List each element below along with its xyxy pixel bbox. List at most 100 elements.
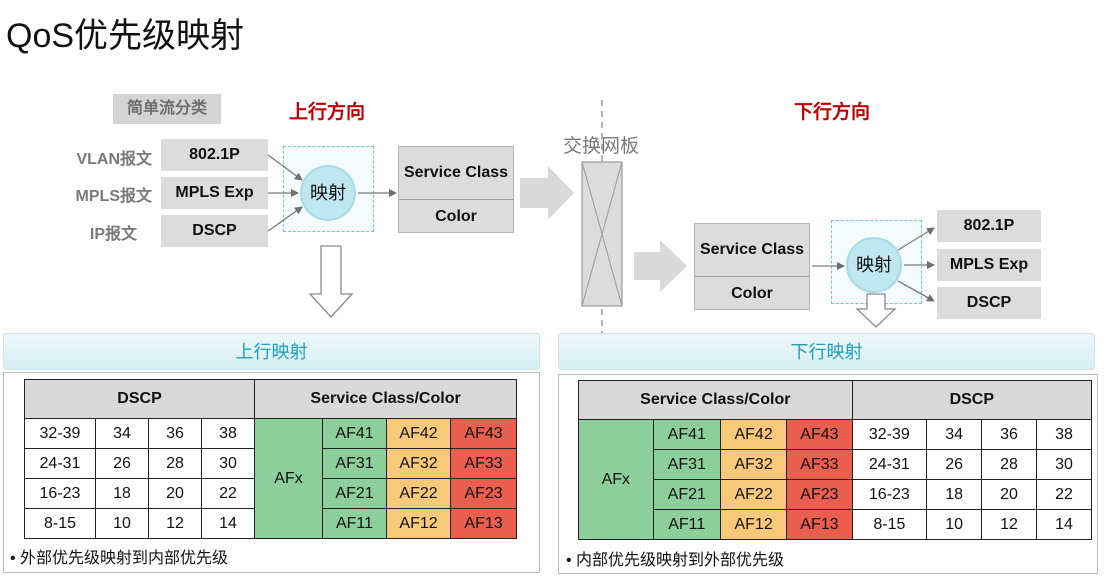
downlink-mapping-banner: 下行映射 — [558, 333, 1095, 370]
downlink-down-arrow — [855, 293, 897, 328]
uplink-service-class-label: Service Class — [399, 147, 513, 200]
af-yellow-cell: AF42 — [386, 418, 452, 449]
af-red-cell: AF23 — [450, 478, 518, 509]
bullet-dot: • — [566, 552, 577, 569]
downlink-service-class-label: Service Class — [695, 224, 809, 277]
mpls-packet-label: MPLS报文 — [75, 188, 152, 205]
dscp-cell: 28 — [981, 449, 1037, 480]
af-yellow-cell: AF12 — [386, 508, 452, 539]
big-arrow-from-switch — [634, 240, 687, 292]
table-row: 24-31 26 28 30 AF31 AF32 AF33 — [24, 448, 518, 479]
table-row: 8-15 10 12 14 AF11 AF12 AF13 — [24, 508, 518, 539]
dscp-cell: 30 — [1035, 449, 1093, 480]
dscp-cell: 14 — [1035, 509, 1093, 540]
page-title: QoS优先级映射 — [6, 17, 245, 55]
dscp-cell: 20 — [148, 478, 202, 509]
af-green-cell: AF41 — [652, 419, 721, 450]
dscp-range-cell: 24-31 — [24, 448, 96, 479]
uplink-note-text: 外部优先级映射到内部优先级 — [20, 550, 229, 567]
uplink-dscp-header: DSCP — [23, 379, 256, 419]
af-yellow-cell: AF32 — [386, 448, 452, 479]
dscp-cell: 20 — [981, 479, 1037, 510]
arrow-8021p-to-mapping — [267, 154, 303, 181]
af-yellow-cell: AF32 — [719, 449, 788, 480]
bullet-dot: • — [10, 550, 21, 567]
dscp-cell: 34 — [926, 419, 983, 450]
uplink-service-class-box: Service Class Color — [398, 146, 514, 233]
af-yellow-cell: AF42 — [719, 419, 788, 450]
dscp-range-cell: 16-23 — [24, 478, 96, 509]
dscp-cell: 36 — [981, 419, 1037, 450]
downlink-color-label: Color — [731, 284, 773, 302]
dscp-cell: 36 — [148, 418, 202, 449]
uplink-note: • 外部优先级映射到内部优先级 — [10, 544, 228, 568]
af-green-cell: AF11 — [322, 508, 388, 539]
downlink-8021p-box: 802.1P — [937, 210, 1041, 242]
switch-fabric-label: 交换网板 — [563, 136, 640, 157]
downlink-note: • 内部优先级映射到外部优先级 — [566, 546, 784, 570]
dscp-cell: 10 — [926, 509, 983, 540]
af-red-cell: AF13 — [786, 509, 853, 540]
af-red-cell: AF33 — [450, 448, 518, 479]
downlink-mapping-table: Service Class/Color DSCP AFx AF41 AF42 A… — [578, 380, 1093, 540]
afx-cell: AFx — [254, 418, 324, 539]
uplink-direction-label: 上行方向 — [289, 102, 366, 123]
dscp-range-cell: 24-31 — [851, 449, 928, 480]
uplink-color-label: Color — [435, 207, 477, 225]
arrow-mapping-to-8021p — [897, 227, 935, 251]
dscp-cell: 38 — [200, 418, 256, 449]
downlink-mapping-circle: 映射 — [846, 237, 902, 293]
uplink-dscp-box: DSCP — [161, 215, 268, 247]
table-row: AF21 AF22 AF23 16-23 18 20 22 — [579, 479, 1093, 510]
uplink-mapping-circle: 映射 — [300, 165, 356, 221]
dscp-cell: 14 — [200, 508, 256, 539]
dscp-cell: 18 — [95, 478, 149, 509]
dscp-cell: 34 — [95, 418, 149, 449]
af-red-cell: AF13 — [450, 508, 518, 539]
dscp-cell: 28 — [148, 448, 202, 479]
af-red-cell: AF33 — [786, 449, 853, 480]
downlink-service-class-box: Service Class Color — [694, 223, 810, 310]
af-red-cell: AF43 — [450, 418, 518, 449]
big-arrow-to-switch — [520, 166, 574, 220]
dscp-range-cell: 16-23 — [851, 479, 928, 510]
dscp-cell: 22 — [200, 478, 256, 509]
arrow-mapping-to-dscp — [897, 280, 935, 302]
table-row: AFx AF41 AF42 AF43 32-39 34 36 38 — [578, 419, 1093, 540]
table-row: AF31 AF32 AF33 24-31 26 28 30 — [579, 449, 1093, 480]
af-green-cell: AF41 — [322, 418, 388, 449]
downlink-dscp-box: DSCP — [937, 287, 1041, 319]
dscp-range-cell: 32-39 — [851, 419, 928, 450]
downlink-dscp-header: DSCP — [851, 380, 1093, 420]
af-green-cell: AF11 — [652, 509, 721, 540]
uplink-mapping-banner: 上行映射 — [3, 333, 540, 370]
dscp-range-cell: 8-15 — [24, 508, 96, 539]
uplink-mpls-exp-box: MPLS Exp — [161, 177, 268, 209]
af-yellow-cell: AF12 — [719, 509, 788, 540]
af-yellow-cell: AF22 — [719, 479, 788, 510]
table-row: AF11 AF12 AF13 8-15 10 12 14 — [579, 509, 1093, 540]
af-red-cell: AF23 — [786, 479, 853, 510]
af-green-cell: AF21 — [652, 479, 721, 510]
downlink-note-text: 内部优先级映射到外部优先级 — [576, 552, 785, 569]
dscp-cell: 26 — [926, 449, 983, 480]
dscp-cell: 22 — [1035, 479, 1093, 510]
table-row: 32-39 34 36 38 AFx AF41 AF42 AF43 — [24, 418, 518, 539]
uplink-8021p-box: 802.1P — [161, 139, 268, 171]
dscp-cell: 18 — [926, 479, 983, 510]
table-row: 16-23 18 20 22 AF21 AF22 AF23 — [24, 478, 518, 509]
dscp-cell: 30 — [200, 448, 256, 479]
ip-packet-label: IP报文 — [89, 226, 137, 243]
af-green-cell: AF31 — [652, 449, 721, 480]
dscp-cell: 12 — [981, 509, 1037, 540]
dscp-range-cell: 8-15 — [851, 509, 928, 540]
arrow-dscp-to-mapping — [267, 206, 303, 232]
af-green-cell: AF21 — [322, 478, 388, 509]
uplink-mapping-table: DSCP Service Class/Color 32-39 34 36 38 … — [23, 379, 518, 539]
uplink-down-arrow — [308, 245, 354, 318]
af-yellow-cell: AF22 — [386, 478, 452, 509]
dscp-cell: 38 — [1035, 419, 1093, 450]
simple-classification-tag: 简单流分类 — [113, 94, 221, 124]
dscp-cell: 10 — [95, 508, 149, 539]
